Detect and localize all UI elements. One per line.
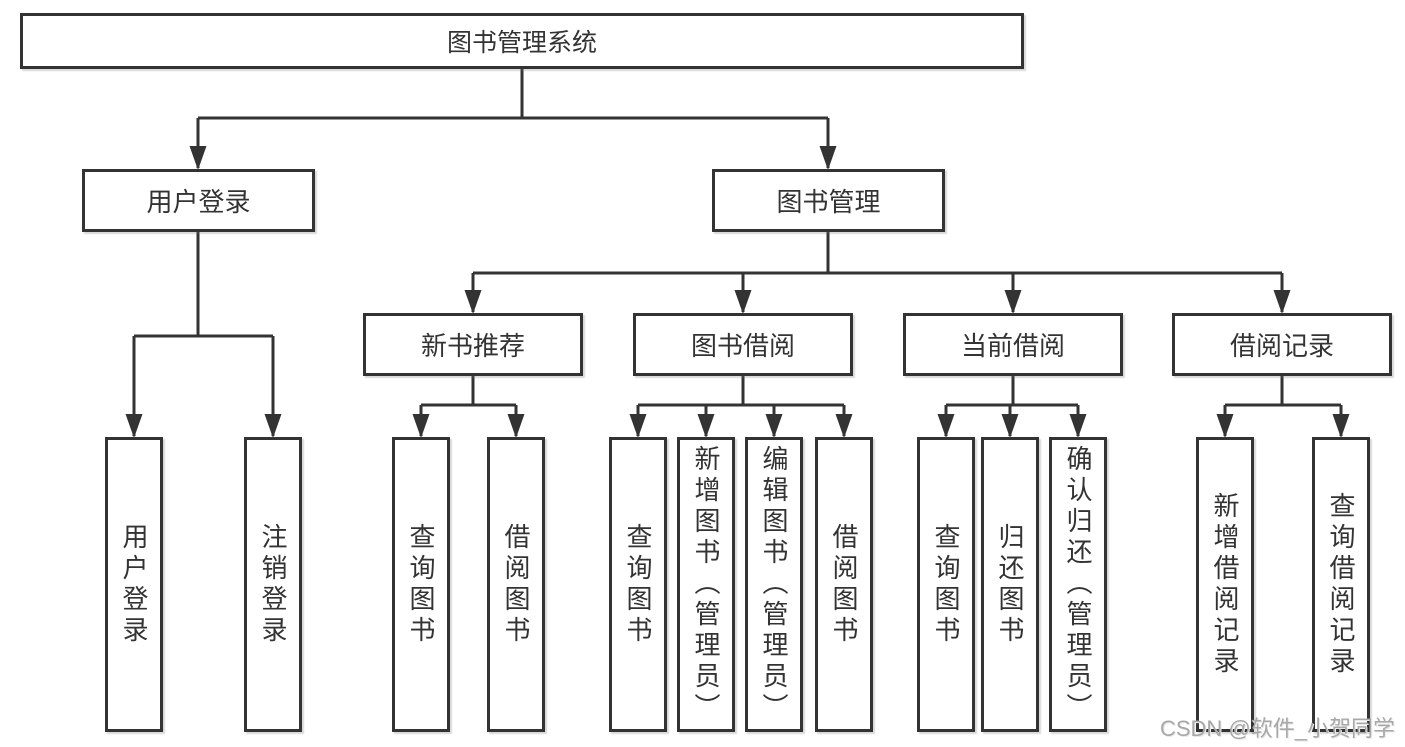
connector-trunks bbox=[134, 69, 1341, 407]
node-book-borrowing: 图书借阅 bbox=[633, 313, 853, 376]
node-borrowing-records: 借阅记录 bbox=[1172, 313, 1392, 376]
node-cb-confirm-return-admin: 确认归还（管理员） bbox=[1049, 437, 1107, 732]
node-bb-edit-books-admin: 编辑图书（管理员） bbox=[745, 437, 803, 732]
node-cb-search-books: 查询图书 bbox=[917, 437, 975, 732]
node-user-login-leaf: 用户登录 bbox=[105, 437, 163, 732]
csdn-watermark: CSDN @软件_小贺同学 bbox=[1159, 716, 1395, 741]
node-current-borrowing: 当前借阅 bbox=[903, 313, 1123, 376]
node-nb-search-books: 查询图书 bbox=[392, 437, 450, 732]
node-user-login: 用户登录 bbox=[82, 169, 315, 232]
node-nb-borrow-books: 借阅图书 bbox=[487, 437, 545, 732]
node-bb-search-books: 查询图书 bbox=[609, 437, 667, 732]
node-book-management: 图书管理 bbox=[712, 169, 945, 232]
node-br-search-record: 查询借阅记录 bbox=[1312, 437, 1370, 732]
node-new-book-recommendation: 新书推荐 bbox=[363, 313, 583, 376]
node-bb-add-books-admin: 新增图书（管理员） bbox=[677, 437, 735, 732]
node-cb-return-books: 归还图书 bbox=[981, 437, 1039, 732]
node-library-management-system: 图书管理系统 bbox=[20, 13, 1024, 69]
node-br-add-record: 新增借阅记录 bbox=[1196, 437, 1254, 732]
node-bb-borrow-books: 借阅图书 bbox=[815, 437, 873, 732]
node-logout: 注销登录 bbox=[244, 437, 302, 732]
